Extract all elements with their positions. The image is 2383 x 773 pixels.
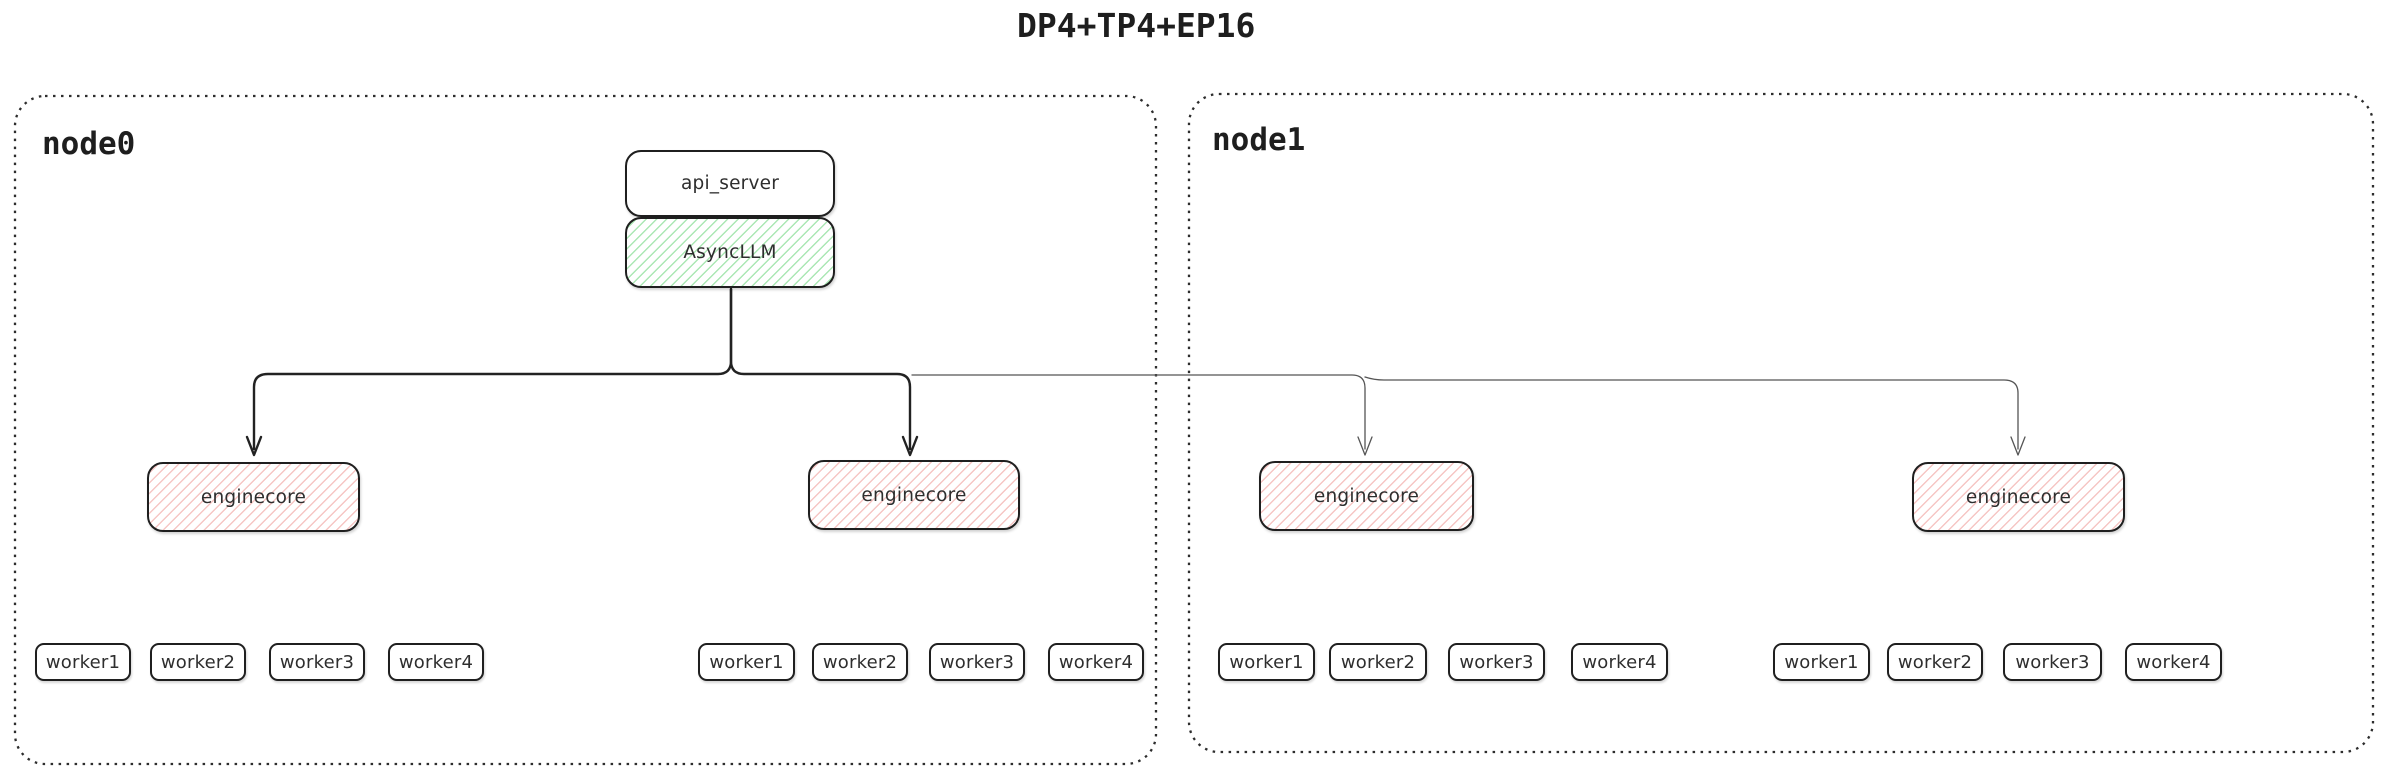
arrow-asyncllm-to-enginecore-2 [729,287,919,457]
worker-box: worker4 [2125,643,2222,681]
diagram-title: DP4+TP4+EP16 [1017,6,1256,45]
worker-box: worker4 [388,643,484,681]
arrow-asyncllm-to-enginecore-1 [245,287,733,457]
worker-box: worker3 [269,643,365,681]
enginecore-box-node0-1: enginecore [147,462,360,532]
worker-box: worker3 [2003,643,2102,681]
enginecore-box-node1-1: enginecore [1259,461,1474,531]
worker-box: worker1 [698,643,795,681]
worker-box: worker2 [812,643,908,681]
worker-box: worker3 [1448,643,1545,681]
enginecore-box-node0-2: enginecore [808,460,1020,530]
arrow-asyncllm-to-enginecore-4 [1364,376,2026,456]
worker-box: worker2 [150,643,246,681]
arrow-asyncllm-to-enginecore-3 [911,374,1373,456]
worker-box: worker1 [35,643,131,681]
worker-box: worker4 [1571,643,1668,681]
node1-label: node1 [1212,122,1306,158]
worker-box: worker1 [1218,643,1315,681]
node0-label: node0 [42,126,136,162]
asyncllm-box: AsyncLLM [625,217,835,288]
api-server-box: api_server [625,150,835,217]
worker-box: worker1 [1773,643,1870,681]
worker-box: worker2 [1329,643,1427,681]
worker-box: worker2 [1887,643,1983,681]
worker-box: worker3 [929,643,1025,681]
worker-box: worker4 [1048,643,1144,681]
enginecore-box-node1-2: enginecore [1912,462,2125,532]
